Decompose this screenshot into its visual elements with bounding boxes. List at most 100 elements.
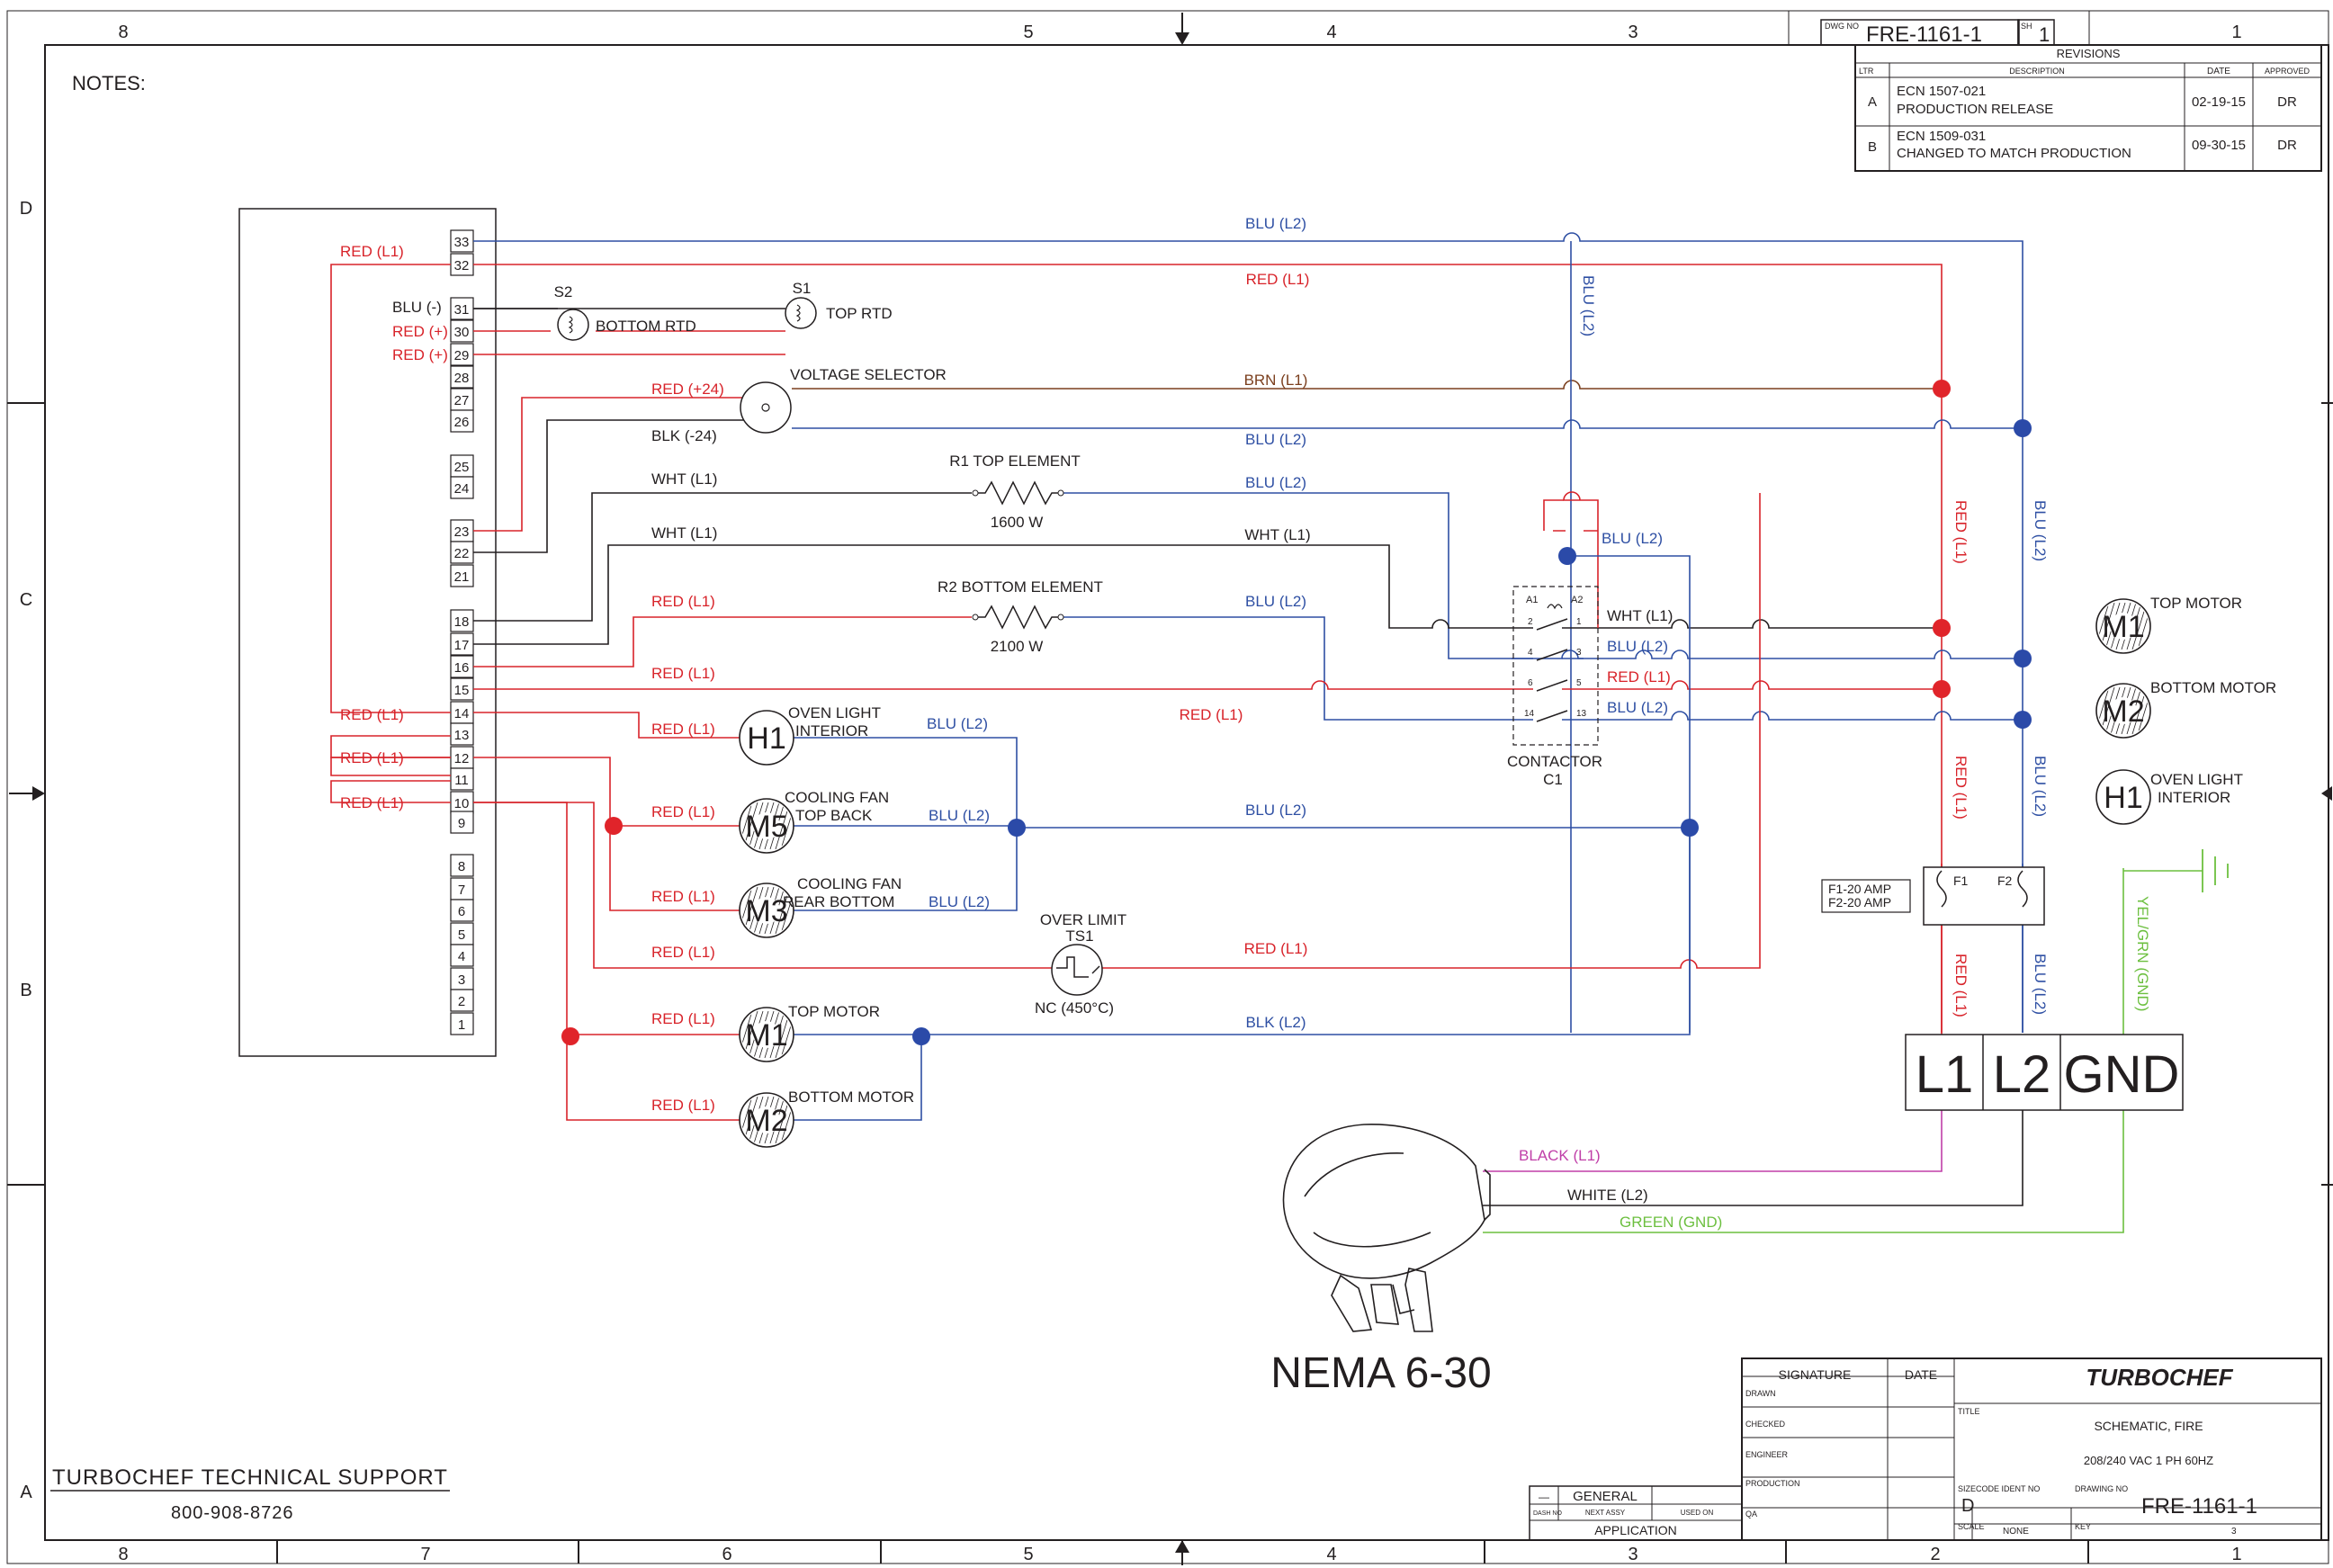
- terminal-number-10: 10: [454, 796, 470, 811]
- terminal-number-23: 23: [454, 524, 470, 540]
- terminal-number-4: 4: [458, 949, 465, 964]
- f2-label: F2: [1997, 874, 2013, 888]
- wire-label-red-l1-15: RED (L1): [651, 665, 715, 682]
- terminal-number-18: 18: [454, 614, 470, 630]
- svg-text:6: 6: [1528, 678, 1533, 688]
- wire-label-red-l1-vert2: RED (L1): [1952, 756, 1970, 820]
- rev-a-desc1: ECN 1507-021: [1897, 84, 1986, 99]
- terminal-number-24: 24: [454, 481, 470, 497]
- engineer-label: ENGINEER: [1745, 1450, 1789, 1459]
- terminal-number-8: 8: [458, 859, 465, 874]
- terminal-box-2: [450, 989, 474, 1012]
- h1-desc2: INTERIOR: [795, 722, 868, 739]
- key-label: KEY: [2075, 1522, 2091, 1531]
- zone-bottom-2: 7: [420, 1545, 430, 1564]
- m5-cooling-fan-symbol: M5: [739, 798, 794, 854]
- terminal-box-9: [450, 811, 474, 834]
- zone-top-5: 1: [2231, 22, 2241, 42]
- zone-top-1: 8: [118, 22, 128, 42]
- center-arrow-top: [1175, 32, 1189, 45]
- terminal-box-28: [450, 365, 474, 389]
- zone-left-3: B: [20, 981, 31, 1000]
- right-m1-top-motor-label: M1: [2102, 610, 2144, 644]
- power-terminal-block: [1905, 1034, 2184, 1111]
- title-block: [1529, 1357, 2322, 1541]
- code-ident-label: CODE IDENT NO: [1976, 1484, 2040, 1493]
- terminal-box-22: [450, 541, 474, 564]
- terminal-box-24: [450, 476, 474, 499]
- terminal-number-26: 26: [454, 415, 470, 430]
- sheet-number: 1: [2039, 23, 2050, 46]
- terminal-block: 3332313029282726252423222118171615141312…: [238, 208, 497, 1057]
- rev-b-ltr: B: [1868, 139, 1877, 155]
- wire-label-red-l1-vert1: RED (L1): [1952, 500, 1970, 564]
- terminal-number-6: 6: [458, 904, 465, 919]
- wire-label-red-plus-30: RED (+): [392, 323, 448, 340]
- zone-left-4: A: [20, 1483, 32, 1502]
- dwg-no-top: FRE-1161-1: [1866, 22, 1982, 47]
- application-label: APPLICATION: [1594, 1523, 1677, 1537]
- wire-label-blu-l2-contact2: BLU (L2): [1607, 699, 1668, 716]
- right-h1-oven-light-symbol: H1: [2095, 769, 2151, 825]
- rev-a-date: 02-19-15: [2192, 94, 2246, 110]
- wire-label-white-l2: WHITE (L2): [1567, 1187, 1648, 1204]
- right-m1-top-motor-symbol: M1: [2095, 598, 2151, 654]
- rev-a-approved: DR: [2277, 94, 2297, 110]
- m3-desc1: COOLING FAN: [797, 875, 902, 892]
- terminal-number-32: 32: [454, 258, 470, 273]
- s1-label: S1: [793, 280, 812, 297]
- wire-label-red-l1-vert3: RED (L1): [1952, 954, 1970, 1017]
- rev-a-ltr: A: [1868, 94, 1877, 110]
- m2-bottom-motor-symbol: M2: [739, 1092, 794, 1148]
- terminal-number-27: 27: [454, 393, 470, 408]
- over-limit-thermostat: [1051, 944, 1103, 996]
- svg-text:4: 4: [1528, 648, 1533, 658]
- m3-cooling-fan-label: M3: [745, 894, 787, 928]
- voltage-selector-label: VOLTAGE SELECTOR: [790, 366, 947, 383]
- wire-label-blu-l2-fans: BLU (L2): [1245, 802, 1306, 819]
- wire-label-blu-l2-top: BLU (L2): [1245, 215, 1306, 232]
- terminal-number-22: 22: [454, 546, 470, 561]
- zone-top-3: 4: [1326, 22, 1336, 42]
- m5-desc2: TOP BACK: [795, 807, 873, 824]
- fuse-spec-2: F2-20 AMP: [1828, 895, 1891, 909]
- terminal-box-5: [450, 922, 474, 945]
- terminal-box-21: [450, 564, 474, 587]
- r1-top-element: [972, 480, 1064, 506]
- terminal-box-7: [450, 877, 474, 900]
- junction-dots: [561, 380, 2032, 1045]
- terminal-box-29: [450, 343, 474, 366]
- svg-text:—: —: [1539, 1491, 1549, 1503]
- title-label: TITLE: [1958, 1407, 1980, 1416]
- terminal-number-33: 33: [454, 235, 470, 250]
- wire-label-red-24: RED (+24): [651, 381, 724, 398]
- wire-label-red-l1-top: RED (L1): [1246, 271, 1310, 288]
- a2-label: A2: [1571, 595, 1583, 605]
- right-h1-desc2: INTERIOR: [2158, 789, 2230, 806]
- wire-label-blu-l2-r1: BLU (L2): [1245, 474, 1306, 491]
- revisions-title: REVISIONS: [2057, 47, 2121, 60]
- zone-left-2: C: [20, 590, 32, 610]
- rev-header-desc: DESCRIPTION: [2009, 67, 2065, 76]
- r2-wattage: 2100 W: [991, 638, 1044, 655]
- svg-text:1: 1: [1576, 617, 1582, 627]
- support-title: TURBOCHEF TECHNICAL SUPPORT: [52, 1465, 448, 1490]
- size-label: SIZE: [1958, 1484, 1976, 1493]
- center-arrow-left: [32, 786, 45, 801]
- wire-label-blk-l2-motors: BLK (L2): [1245, 1014, 1306, 1031]
- c1-label: C1: [1543, 771, 1563, 788]
- terminal-number-11: 11: [454, 773, 469, 788]
- wire-label-blu-l2-vs: BLU (L2): [1245, 431, 1306, 448]
- wire-label-red-l1-10: RED (L1): [340, 794, 404, 811]
- dwg-no-label: DWG NO: [1825, 22, 1859, 31]
- support-phone: 800-908-8726: [171, 1503, 294, 1523]
- wire-label-brn-l1: BRN (L1): [1244, 372, 1308, 389]
- zone-bottom-3: 6: [722, 1545, 731, 1564]
- terminal-box-13: [450, 722, 474, 746]
- checked-label: CHECKED: [1745, 1420, 1786, 1429]
- size-value: D: [1961, 1496, 1974, 1516]
- wire-label-red-l1-m2: RED (L1): [651, 1097, 715, 1114]
- terminal-number-15: 15: [454, 683, 470, 698]
- zone-bottom-8: 1: [2231, 1545, 2241, 1564]
